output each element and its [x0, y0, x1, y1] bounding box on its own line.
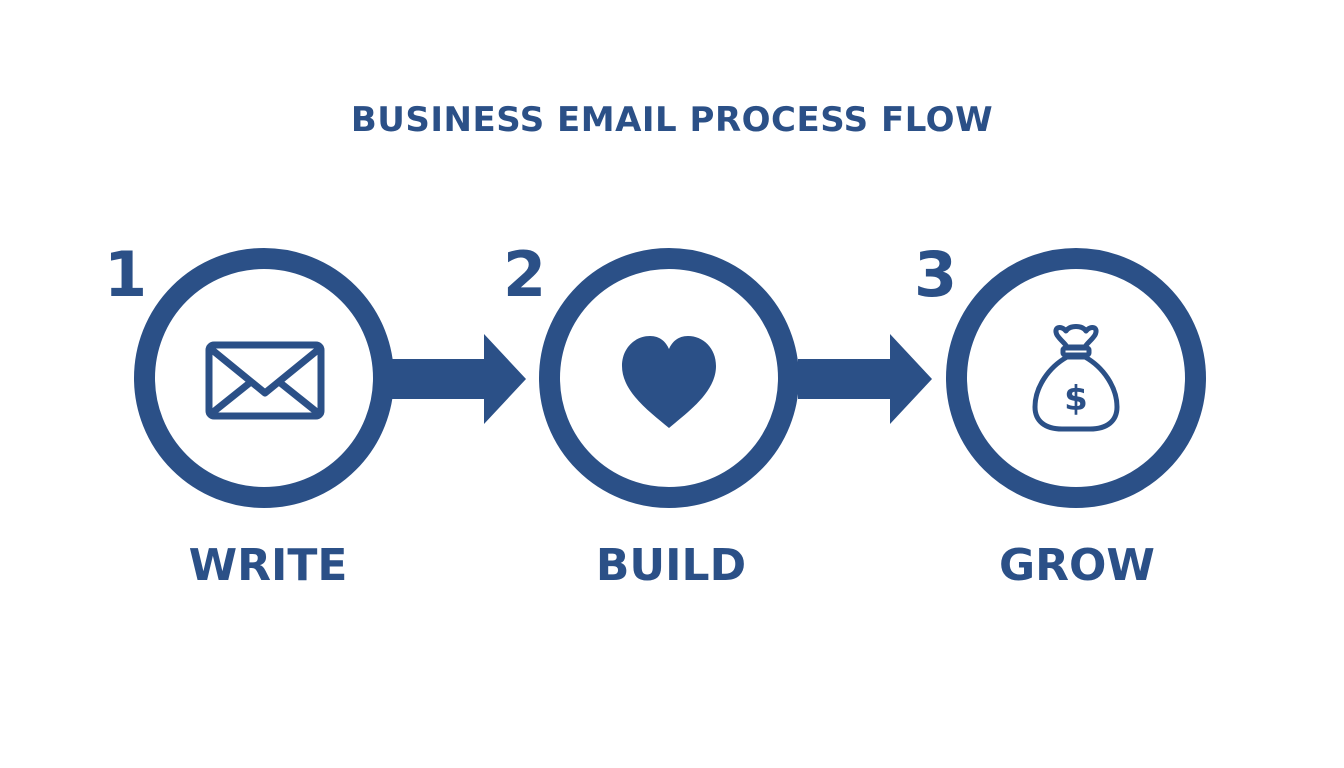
step-circle-grow: $ [946, 248, 1206, 508]
step-label-grow: GROW [999, 540, 1155, 591]
dollar-sign: $ [1064, 379, 1088, 419]
arrow-icon [798, 334, 932, 424]
step-circle-write [134, 248, 394, 508]
money-bag-icon: $ [1032, 324, 1120, 432]
step-number-3: 3 [914, 238, 958, 311]
step-number-2: 2 [503, 238, 547, 311]
step-label-write: WRITE [188, 540, 348, 591]
step-number-1: 1 [104, 238, 148, 311]
step-circle-build [539, 248, 799, 508]
arrow-icon [392, 334, 526, 424]
heart-icon [622, 336, 716, 428]
diagram-title: BUSINESS EMAIL PROCESS FLOW [350, 100, 994, 140]
envelope-icon [205, 341, 325, 420]
step-label-build: BUILD [595, 540, 747, 591]
